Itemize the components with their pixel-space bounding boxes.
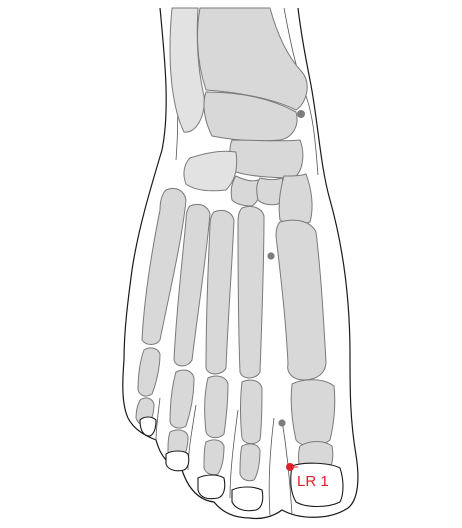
- metatarsal-3: [205, 209, 235, 375]
- phalanx-3-distal: [203, 439, 225, 476]
- phalanx-2-proximal: [240, 379, 263, 445]
- cuboid: [183, 150, 238, 192]
- intermediate-cuneiform: [256, 177, 285, 206]
- acupoint-lr1-marker: [286, 463, 294, 471]
- reference-point-metatarsal: [267, 252, 275, 260]
- fibula: [169, 7, 205, 133]
- toe-crease-1: [155, 397, 161, 441]
- metatarsal-5: [141, 187, 187, 345]
- phalanx-4-proximal: [169, 369, 195, 429]
- toe-crease-3: [229, 409, 239, 499]
- reference-point-ankle: [297, 110, 305, 118]
- nail-2: [231, 486, 264, 512]
- metatarsal-4: [173, 203, 211, 367]
- nail-3: [197, 474, 226, 500]
- lateral-cuneiform: [230, 175, 261, 207]
- phalanx-3-proximal: [204, 375, 229, 439]
- phalanx-1-proximal: [290, 379, 336, 447]
- talus: [203, 91, 298, 142]
- metatarsal-2: [237, 205, 265, 379]
- acupoint-lr1-label: LR 1: [297, 473, 329, 490]
- nail-4: [165, 450, 190, 472]
- great-toe-nail: [290, 462, 344, 508]
- medial-cuneiform: [278, 173, 313, 226]
- nail-5: [139, 416, 157, 437]
- navicular: [229, 139, 304, 179]
- reference-point-toe-web: [278, 419, 286, 427]
- toe-crease-4: [268, 417, 275, 516]
- phalanx-2-distal: [239, 443, 261, 482]
- phalanx-5-proximal: [137, 347, 161, 397]
- tibia: [197, 7, 308, 111]
